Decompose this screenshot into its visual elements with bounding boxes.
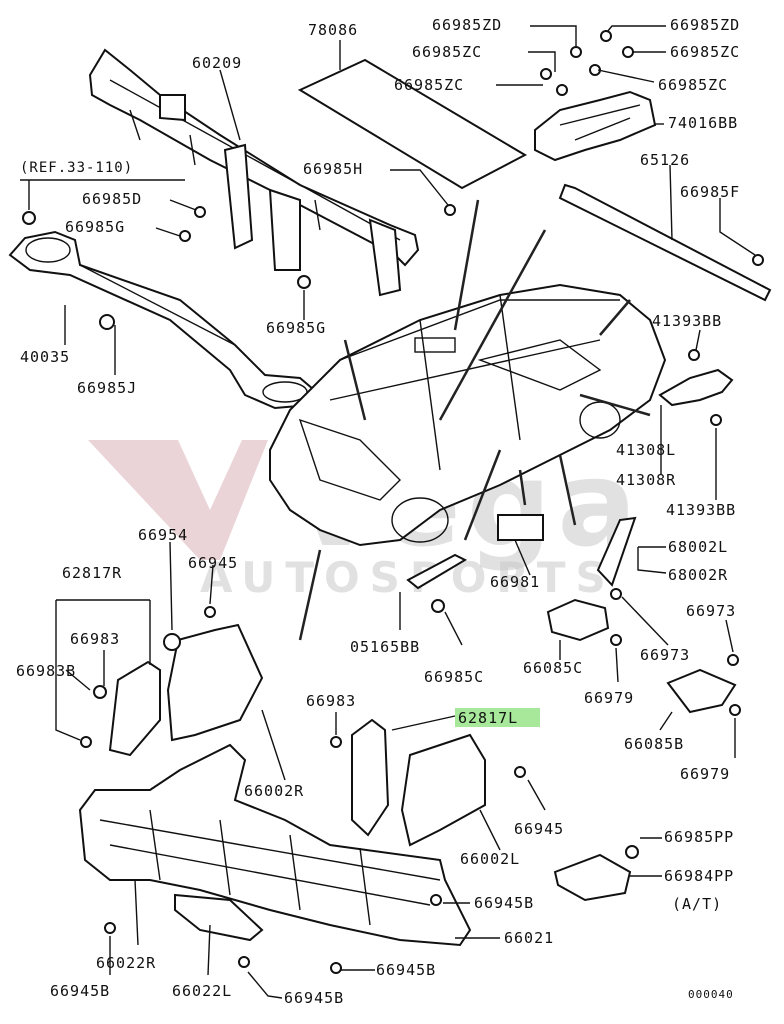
label-66985zc-4: 66985ZC <box>658 76 728 94</box>
label-66002r: 66002R <box>244 782 304 800</box>
label-66985zc-1: 66985ZC <box>412 43 482 61</box>
label-66021: 66021 <box>504 929 554 947</box>
label-at: (A/T) <box>672 895 722 913</box>
label-68002r: 68002R <box>668 566 728 584</box>
watermark-logo-mark <box>88 440 268 560</box>
label-62817l: 62817L <box>458 709 518 727</box>
label-66945b-2: 66945B <box>376 961 436 979</box>
label-05165bb: 05165BB <box>350 638 420 656</box>
floor-brace-65126 <box>558 183 772 302</box>
cowl-top-panel-78086 <box>297 58 528 190</box>
label-66985pp: 66985PP <box>664 828 734 846</box>
label-66945-2: 66945 <box>514 820 564 838</box>
label-66945b-4: 66945B <box>284 989 344 1007</box>
label-66985c: 66985C <box>424 668 484 686</box>
seal-68002 <box>596 516 637 587</box>
label-ref-33-110: (REF.33-110) <box>20 160 133 176</box>
label-41308r: 41308R <box>616 471 676 489</box>
label-66985f: 66985F <box>680 183 740 201</box>
label-66985zc-2: 66985ZC <box>670 43 740 61</box>
label-41393bb-1: 41393BB <box>652 312 722 330</box>
label-62817r: 62817R <box>62 564 122 582</box>
label-66973-2: 66973 <box>640 646 690 664</box>
label-66985g-1: 66985G <box>65 218 125 236</box>
splash-66002r <box>166 623 264 742</box>
cover-05165bb <box>406 553 468 590</box>
label-74016bb: 74016BB <box>668 114 738 132</box>
label-66973-1: 66973 <box>686 602 736 620</box>
dash-reinforcement-60209 <box>88 48 420 297</box>
fasteners <box>22 30 764 974</box>
label-66983-2: 66983 <box>306 692 356 710</box>
label-66984pp: 66984PP <box>664 867 734 885</box>
label-66022l: 66022L <box>172 982 232 1000</box>
callout-arrows <box>298 199 651 641</box>
cover-66984pp <box>553 853 632 902</box>
label-66085b: 66085B <box>624 735 684 753</box>
label-66002l: 66002L <box>460 850 520 868</box>
label-68002l: 68002L <box>668 538 728 556</box>
splash-66002l <box>400 733 486 847</box>
splash-62817l <box>351 718 390 837</box>
label-66022r: 66022R <box>96 954 156 972</box>
pad-66981 <box>497 514 544 541</box>
part-labels: 78086 66985ZD 66985ZD 66985ZC 66985ZC 66… <box>16 16 740 1007</box>
label-66085c: 66085C <box>523 659 583 677</box>
label-60209: 60209 <box>192 54 242 72</box>
leader-lines <box>20 25 756 999</box>
plate-66085c <box>546 598 610 642</box>
label-66954: 66954 <box>138 526 188 544</box>
label-66983-1: 66983 <box>70 630 120 648</box>
label-78086: 78086 <box>308 21 358 39</box>
bracket-41308 <box>658 368 734 407</box>
label-66985zd-1: 66985ZD <box>432 16 502 34</box>
clip-66954 <box>163 633 181 651</box>
diagram-code: 000040 <box>688 988 734 1001</box>
label-66945-1: 66945 <box>188 554 238 572</box>
splash-62817r <box>108 660 161 757</box>
highlight-62817l <box>455 708 540 727</box>
label-66985d: 66985D <box>82 190 142 208</box>
label-41308l: 41308L <box>616 441 676 459</box>
label-66985h: 66985H <box>303 160 363 178</box>
label-66985g-2: 66985G <box>266 319 326 337</box>
label-66979-2: 66979 <box>680 765 730 783</box>
label-65126: 65126 <box>640 151 690 169</box>
label-40035: 40035 <box>20 348 70 366</box>
watermark-line2: AUTOSPORTS <box>200 553 616 602</box>
label-66983b: 66983B <box>16 662 76 680</box>
main-undercover-66021 <box>78 743 472 947</box>
label-66985zd-2: 66985ZD <box>670 16 740 34</box>
label-41393bb-2: 41393BB <box>666 501 736 519</box>
label-66945b-1: 66945B <box>474 894 534 912</box>
plate-66085b <box>666 668 737 714</box>
label-66945b-3: 66945B <box>50 982 110 1000</box>
label-66985zc-3: 66985ZC <box>394 76 464 94</box>
car-body <box>269 283 667 547</box>
label-66981: 66981 <box>490 573 540 591</box>
label-66985j: 66985J <box>77 379 137 397</box>
label-66979-1: 66979 <box>584 689 634 707</box>
bracket-74016bb <box>534 90 657 162</box>
